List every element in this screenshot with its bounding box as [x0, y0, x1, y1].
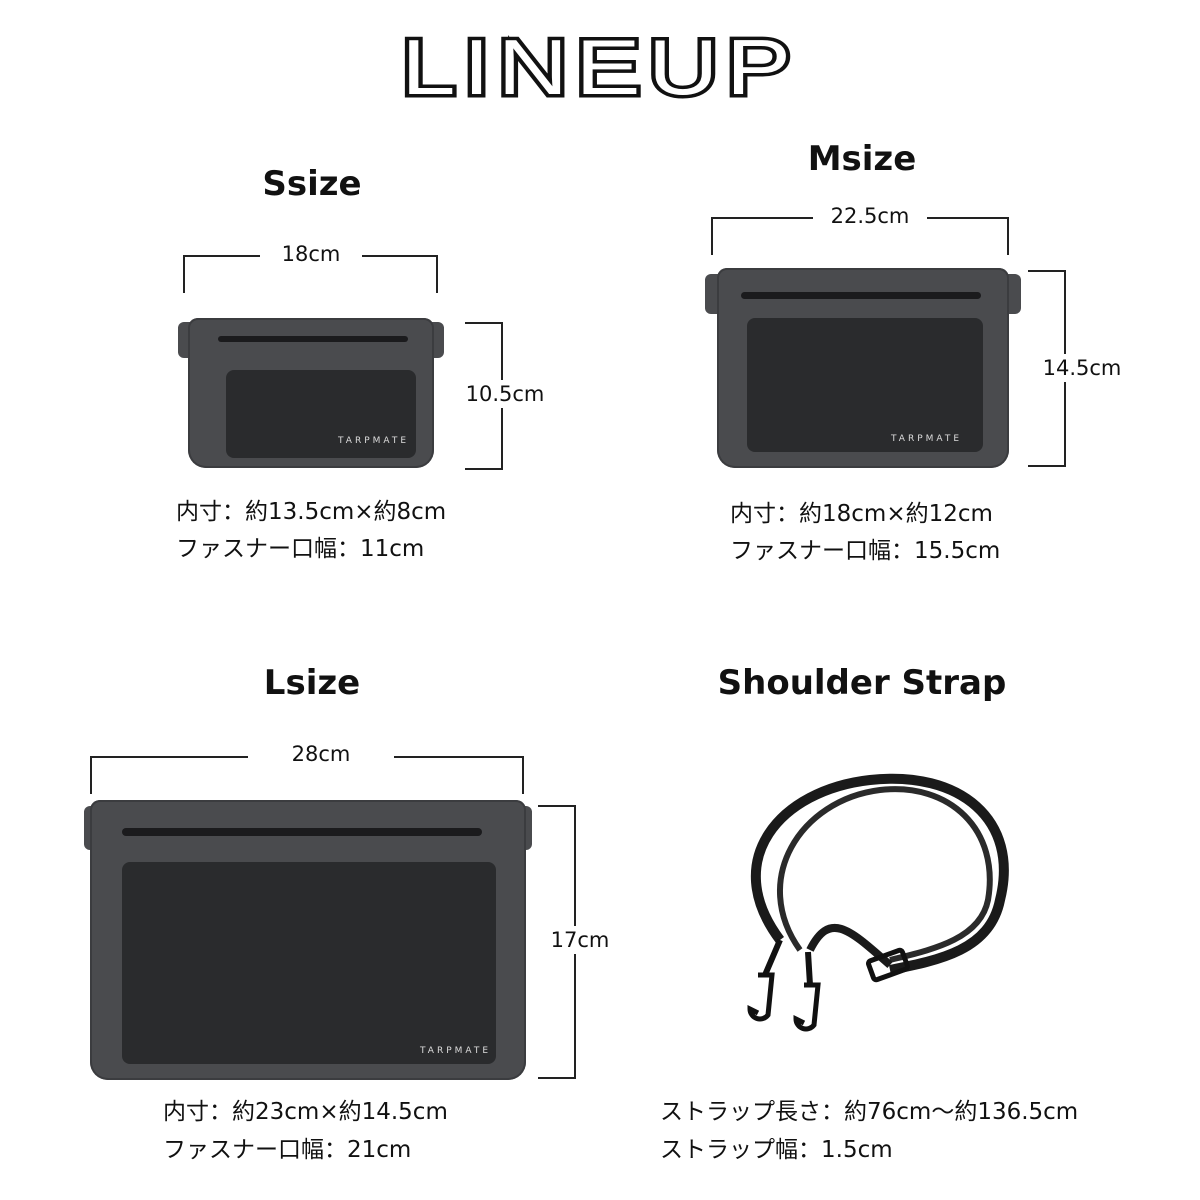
lsize-zipper-width: ファスナー口幅：21cm [163, 1137, 412, 1163]
lsize-pouch-image: TARPMATE [84, 800, 534, 1082]
brand-logo: TARPMATE [891, 434, 963, 444]
ssize-pouch-image: TARPMATE [178, 318, 458, 470]
tick [465, 322, 503, 324]
msize-inner-size: 内寸：約18cm×約12cm [730, 501, 993, 527]
tick [1007, 217, 1009, 255]
tick [90, 756, 92, 794]
strap-heading: Shoulder Strap [717, 663, 1007, 703]
strap-width: ストラップ幅：1.5cm [660, 1137, 893, 1163]
tick [711, 217, 713, 255]
ssize-inner-size: 内寸：約13.5cm×約8cm [176, 499, 447, 525]
msize-zipper-width: ファスナー口幅：15.5cm [730, 538, 1001, 564]
lsize-width-label: 28cm [248, 742, 394, 766]
brand-logo: TARPMATE [338, 436, 410, 446]
tick [1028, 270, 1066, 272]
tick [538, 1077, 576, 1079]
ssize-height-label: 10.5cm [462, 380, 548, 408]
ssize-heading: Ssize [262, 164, 362, 204]
tick [183, 255, 185, 293]
tick [465, 468, 503, 470]
ssize-width-label: 18cm [260, 242, 362, 266]
lsize-inner-size: 内寸：約23cm×約14.5cm [163, 1099, 448, 1125]
brand-logo: TARPMATE [420, 1046, 492, 1056]
shoulder-strap-image [747, 773, 1009, 1032]
lsize-height-label: 17cm [545, 926, 615, 954]
tick [522, 756, 524, 794]
msize-pouch-image: TARPMATE [705, 268, 1025, 470]
ssize-zipper-width: ファスナー口幅：11cm [176, 536, 425, 562]
msize-heading: Msize [807, 139, 917, 179]
strap-length: ストラップ長さ：約76cm〜約136.5cm [660, 1099, 1079, 1125]
page-title: LINEUP [0, 20, 1200, 115]
msize-height-label: 14.5cm [1034, 354, 1130, 382]
tick [538, 805, 576, 807]
lsize-heading: Lsize [263, 663, 361, 703]
tick [436, 255, 438, 293]
title-text: LINEUP [397, 20, 799, 115]
tick [1028, 465, 1066, 467]
msize-width-label: 22.5cm [813, 204, 927, 228]
